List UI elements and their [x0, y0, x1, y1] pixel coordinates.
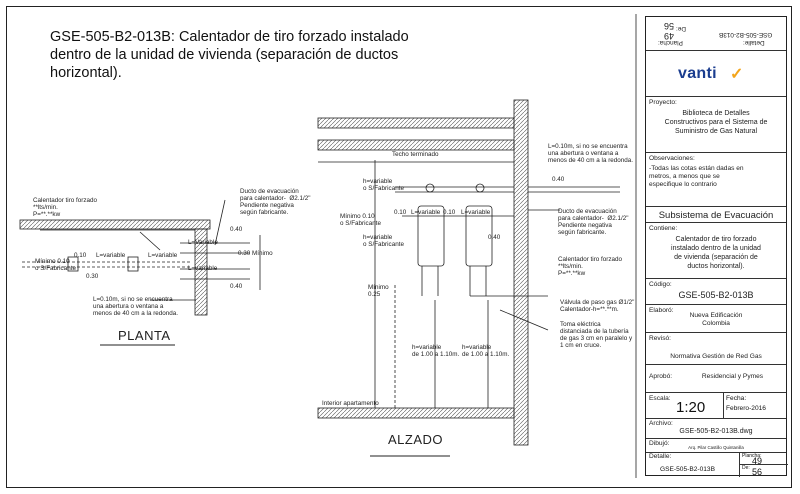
tb-draw: Arq. Pilar Castillo Quintanilla	[688, 445, 744, 450]
plan-view-label: PLANTA	[118, 328, 171, 343]
tb-file-row: Archivo: GSE-505-B2-013B.dwg	[646, 419, 786, 439]
elevation-dim-040-b: 0.40	[488, 234, 501, 241]
elevation-outlet-label: Toma eléctrica distanciada de la tubería…	[560, 321, 633, 349]
tb-rot-code: GSE-505-B2-013B	[719, 31, 773, 38]
tb-draw-row: Dibujó: Arq. Pilar Castillo Quintanilla	[646, 439, 786, 453]
plan-note: L=0.10m, si no se encuentra una abertura…	[93, 296, 179, 317]
brand-check-icon: ✓	[730, 66, 744, 83]
tb-obs-label: Observaciones:	[649, 155, 695, 162]
elevation-floor-label: Interior apartamento	[322, 400, 379, 407]
tb-obs: -Todas las cotas están dadas en metros, …	[649, 165, 744, 188]
elevation-lvar-b: L=variable	[461, 209, 491, 216]
elevation-hv-1: h=variable de 1.00 a 1.10m.	[412, 344, 460, 358]
tb-rot-plancha: 49	[664, 31, 675, 41]
tb-detail: GSE-505-B2-013B	[660, 466, 715, 473]
tb-detail-label: Detalle:	[649, 453, 672, 460]
tb-apr-row: Aprobó: Residencial y Pymes	[646, 365, 786, 393]
tb-project-label: Proyecto:	[649, 99, 677, 106]
tb-apr: Residencial y Pymes	[701, 373, 764, 380]
elevation-hv-2: h=variable de 1.00 a 1.10m.	[462, 344, 510, 358]
tb-detail-row: Detalle: GSE-505-B2-013B Plancha: 49 De:…	[646, 453, 788, 477]
tb-subsystem: Subsistema de Evacuación	[658, 210, 774, 221]
tb-code: GSE-505-B2-013B	[678, 290, 754, 300]
plan-heater-1	[67, 256, 79, 272]
tb-rev: Normativa Gestión de Red Gas	[670, 353, 762, 360]
plan-dim-040-a: 0.40	[230, 226, 243, 233]
tb-file: GSE-505-B2-013B.dwg	[679, 428, 753, 435]
plan-dim-030-min: 0.30 Mínimo	[238, 250, 273, 257]
plan-dim-030: 0.30	[86, 273, 99, 280]
plan-dim-lvar-4: L=variable	[188, 265, 218, 272]
tb-elab-row: Elaboró: Nueva Edificación Colombia	[646, 305, 786, 333]
tb-date: Febrero-2016	[726, 405, 766, 412]
title-block: Detalle: GSE-505-B2-013B Plancha: 49 De:…	[645, 16, 788, 477]
elevation-note: L=0.10m, si no se encuentra una abertura…	[548, 143, 634, 164]
plan-heater-label: Calentador tiro forzado **lts/min. P=**.…	[33, 197, 98, 218]
tb-plancha: 49	[752, 456, 763, 466]
tb-rev-row: Revisó: Normativa Gestión de Red Gas	[646, 333, 786, 365]
plan-min-label: Mínimo 0.10 o S/Fabricante	[35, 258, 76, 272]
elevation-dim-010-a: 0.10	[394, 209, 407, 216]
tb-logo-row	[646, 51, 786, 97]
tb-plancha-label: Plancha:	[742, 453, 762, 459]
tb-de-label: De:	[742, 465, 750, 471]
plan-dim-lvar-1: L=variable	[96, 252, 126, 259]
tb-apr-label: Aprobó:	[649, 373, 673, 380]
elevation-valve-label: Válvula de paso gas Ø1/2" Calentador-h=*…	[560, 299, 635, 313]
elevation-min-010: Mínimo 0.10 o S/Fabricante	[340, 213, 381, 227]
tb-de: 56	[752, 467, 763, 477]
drawing-frame	[6, 6, 792, 488]
tb-scale-label: Escala:	[649, 395, 671, 402]
tb-scale: 1:20	[676, 399, 706, 416]
elevation-hvar-1: h=variable o S/Fabricante	[363, 178, 404, 192]
tb-obs-row: Observaciones: -Todas las cotas están da…	[646, 153, 786, 207]
elevation-heater-1	[417, 205, 445, 267]
plan-dim-040-b: 0.40	[230, 283, 243, 290]
tb-content-row: Contiene: Calentador de tiro forzado ins…	[646, 223, 786, 279]
elevation-heater-label: Calentador tiro forzado **lts/min. P=**.…	[558, 256, 623, 277]
tb-elab: Nueva Edificación Colombia	[689, 312, 743, 327]
plan-duct-label: Ducto de evacuación para calentador- Ø2.…	[240, 188, 311, 216]
tb-rotated-header: Detalle: GSE-505-B2-013B Plancha: 49 De:…	[646, 17, 786, 51]
plan-wall-top	[19, 219, 211, 230]
tb-rot-de-label: De:	[676, 25, 686, 32]
plan-dim-lvar-2: L=variable	[148, 252, 178, 259]
tb-subsystem-row	[646, 207, 786, 223]
tb-rot-detail-label: Detalle:	[743, 39, 765, 46]
tb-project: Biblioteca de Detalles Constructivos par…	[664, 110, 768, 135]
plan-dim-lvar-3: L=Variable	[188, 239, 218, 246]
tb-rev-label: Revisó:	[649, 335, 671, 342]
tb-project-row: Proyecto: Biblioteca de Detalles Constru…	[646, 97, 786, 153]
tb-code-label: Código:	[649, 281, 672, 288]
drawing-title: GSE-505-B2-013B: Calentador de tiro forz…	[50, 29, 409, 81]
tb-content-label: Contiene:	[649, 225, 678, 232]
tb-content: Calentador de tiro forzado instalado den…	[671, 236, 761, 270]
plan-heater-2	[127, 256, 139, 272]
plan-dim-010: 0.10	[74, 252, 87, 259]
elevation-heater-2	[465, 205, 493, 267]
elevation-lvar-a: L=variable	[411, 209, 441, 216]
tb-elab-label: Elaboró:	[649, 307, 674, 314]
elevation-wall	[513, 99, 529, 446]
elevation-hvar-2: h=variable o S/Fabricante	[363, 234, 404, 248]
tb-code-row: Código: GSE-505-B2-013B	[646, 279, 786, 305]
tb-draw-label: Dibujó:	[649, 440, 670, 447]
tb-date-label: Fecha:	[726, 395, 747, 402]
elevation-view	[317, 99, 620, 457]
elevation-view-label: ALZADO	[388, 432, 444, 447]
elevation-dim-040-a: 0.40	[552, 176, 565, 183]
elevation-ceiling-label: Techo terminado	[392, 151, 439, 158]
plan-view	[19, 199, 261, 346]
elevation-duct-label: Ducto de evacuación para calentador- Ø2.…	[558, 208, 629, 236]
tb-rot-de: 56	[664, 21, 675, 31]
elevation-min-025: Mínimo 0.25	[368, 284, 389, 298]
brand-logo: vanti	[678, 65, 717, 82]
tb-scale-row: Escala: 1:20 Fecha: Febrero-2016	[646, 393, 786, 419]
tb-file-label: Archivo:	[649, 420, 673, 427]
elevation-dim-010-b: 0.10	[443, 209, 456, 216]
plan-wall-right	[194, 228, 208, 316]
